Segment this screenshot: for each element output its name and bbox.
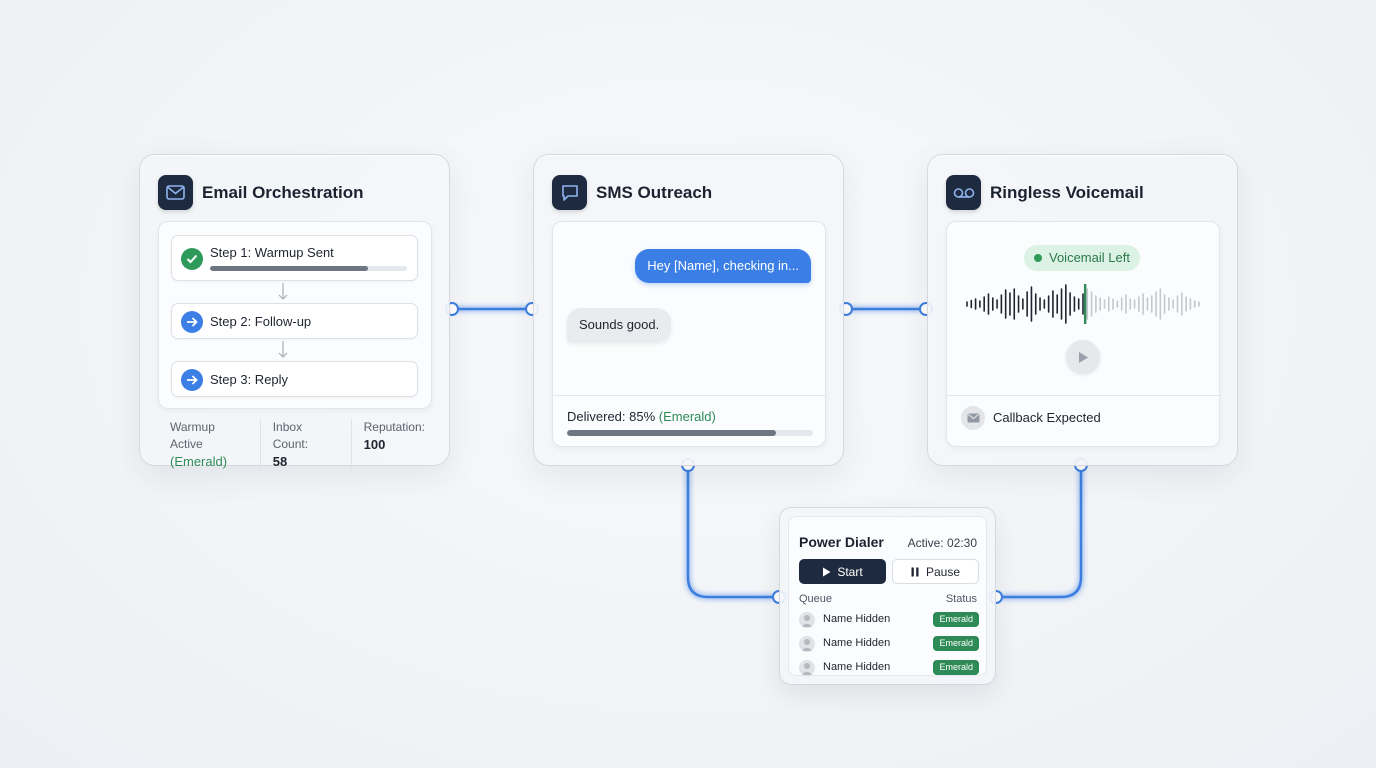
queue-row[interactable]: Name Hidden Emerald <box>799 635 979 653</box>
playhead[interactable] <box>1083 284 1087 324</box>
avatar <box>799 612 815 628</box>
connector-voicemail-dialer <box>999 465 1083 599</box>
chat-bubble-icon <box>552 175 587 210</box>
email-steps-panel: Step 1: Warmup Sent Step 2: Follow-up St… <box>158 221 432 409</box>
status-column-header: Status <box>945 593 977 605</box>
power-dialer-panel: Power Dialer Active: 02:30 Start Pause Q… <box>788 516 987 676</box>
contact-name: Name Hidden <box>823 661 891 673</box>
queue-row[interactable]: Name Hidden Emerald <box>799 659 979 677</box>
connector-sms-dialer <box>686 465 776 599</box>
sms-outreach-card[interactable]: SMS Outreach Hey [Name], checking in... … <box>533 154 844 466</box>
delivered-tag: (Emerald) <box>658 409 716 424</box>
mail-icon <box>158 175 193 210</box>
check-circle-icon <box>181 248 203 270</box>
queue-column-header: Queue <box>799 593 833 605</box>
step-label: Step 1: Warmup Sent <box>210 245 334 260</box>
stat-value: 58 <box>272 454 288 469</box>
outgoing-message[interactable]: Hey [Name], checking in... <box>635 249 811 283</box>
down-arrow-icon <box>278 283 288 300</box>
voicemail-card-header: Ringless Voicemail <box>946 175 1144 210</box>
step-label: Step 3: Reply <box>210 372 289 387</box>
stat-label: Warmup Active <box>170 420 215 451</box>
stat-label: Inbox Count: <box>272 420 309 451</box>
stat-inbox-count: Inbox Count: 58 <box>273 419 352 470</box>
stat-value: 100 <box>363 437 386 452</box>
queue-row[interactable]: Name Hidden Emerald <box>799 611 979 629</box>
play-button[interactable] <box>1066 340 1100 374</box>
down-arrow-icon <box>278 341 288 358</box>
delivered-progress-fill <box>567 430 777 436</box>
voicemail-panel: Voicemail Left Callback Expected <box>946 221 1220 447</box>
status-dot <box>1034 254 1042 262</box>
voicemail-card-title: Ringless Voicemail <box>990 182 1144 202</box>
callback-expected-label: Callback Expected <box>993 410 1101 425</box>
email-card-title: Email Orchestration <box>202 182 364 202</box>
arrow-right-circle-icon <box>181 369 203 391</box>
audio-waveform[interactable] <box>965 282 1201 326</box>
pause-label: Pause <box>925 564 961 579</box>
envelope-icon <box>961 406 985 430</box>
avatar <box>799 660 815 676</box>
dialer-title: Power Dialer <box>799 534 884 550</box>
sms-conversation-panel: Hey [Name], checking in... Sounds good. … <box>552 221 826 447</box>
stat-reputation: Reputation: 100 <box>364 419 437 470</box>
stat-label: Reputation: <box>363 420 425 434</box>
step-follow-up[interactable]: Step 2: Follow-up <box>171 303 418 339</box>
sms-card-header: SMS Outreach <box>552 175 712 210</box>
contact-name: Name Hidden <box>823 613 891 625</box>
step-progress-bar <box>210 266 407 271</box>
play-icon <box>1079 351 1088 363</box>
arrow-right-circle-icon <box>181 311 203 333</box>
sms-card-title: SMS Outreach <box>596 182 713 202</box>
step-reply[interactable]: Step 3: Reply <box>171 361 418 397</box>
step-label: Step 2: Follow-up <box>210 314 312 329</box>
voicemail-status-badge: Voicemail Left <box>1024 245 1140 271</box>
pause-button[interactable]: Pause <box>892 559 979 584</box>
active-timer: Active: 02:30 <box>907 536 977 550</box>
avatar <box>799 636 815 652</box>
step-progress-fill <box>210 266 368 271</box>
delivered-label: Delivered: 85% <box>567 409 656 424</box>
start-label: Start <box>837 564 863 579</box>
contact-name: Name Hidden <box>823 637 891 649</box>
status-badge: Emerald <box>933 660 979 675</box>
power-dialer-widget[interactable]: Power Dialer Active: 02:30 Start Pause Q… <box>779 507 996 685</box>
voicemail-icon <box>946 175 981 210</box>
delivered-status: Delivered: 85% (Emerald) <box>567 409 716 424</box>
divider <box>947 395 1219 396</box>
play-icon <box>823 567 831 576</box>
step-warmup[interactable]: Step 1: Warmup Sent <box>171 235 418 281</box>
incoming-message[interactable]: Sounds good. <box>567 308 672 342</box>
email-card-header: Email Orchestration <box>158 175 364 210</box>
email-orchestration-card[interactable]: Email Orchestration Step 1: Warmup Sent … <box>139 154 450 470</box>
stat-warmup: Warmup Active (Emerald) <box>170 419 261 470</box>
divider <box>553 395 825 396</box>
stat-value: (Emerald) <box>170 454 228 469</box>
delivered-progress-bar <box>567 430 813 436</box>
pause-icon <box>911 567 919 576</box>
email-stats: Warmup Active (Emerald) Inbox Count: 58 … <box>170 419 449 470</box>
status-badge: Emerald <box>933 612 979 627</box>
status-badge: Emerald <box>933 636 979 651</box>
badge-label: Voicemail Left <box>1049 250 1130 265</box>
start-button[interactable]: Start <box>799 559 886 584</box>
ringless-voicemail-card[interactable]: Ringless Voicemail Voicemail Left Callba… <box>927 154 1238 466</box>
